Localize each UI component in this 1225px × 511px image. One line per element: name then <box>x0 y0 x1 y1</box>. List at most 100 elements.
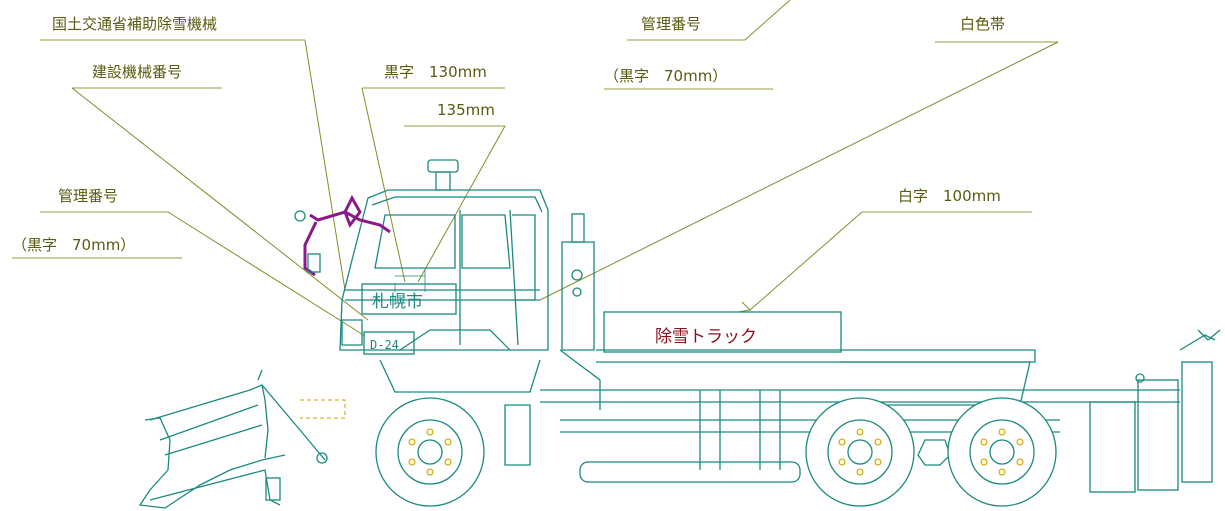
lug-mid-2 <box>874 438 882 446</box>
blade-ribs <box>159 404 263 456</box>
blade-top <box>149 384 269 459</box>
mirror-glass <box>307 253 321 273</box>
wheel-arch-front <box>399 329 511 351</box>
mirror-pivot <box>294 210 306 222</box>
lug-mid-6 <box>838 438 846 446</box>
exhaust-pipe <box>559 349 601 410</box>
blade-hidden-line <box>300 399 346 419</box>
rear-lamp <box>1197 329 1221 341</box>
leader-national-equipment <box>304 39 346 291</box>
headlight <box>341 319 363 346</box>
lug-rear-3 <box>1016 458 1024 466</box>
lug-mid-4 <box>856 468 864 476</box>
leader-black-130 <box>361 87 406 283</box>
lug-front-3 <box>444 458 452 466</box>
hub-mid <box>847 439 873 465</box>
rear-hook <box>1179 334 1216 351</box>
exhaust-dot-1 <box>571 269 583 281</box>
cargo-box-text: 除雪トラック <box>655 327 757 347</box>
hub-nut <box>917 439 951 466</box>
rear-box <box>1137 379 1179 491</box>
leader-mgmt-number-top <box>744 0 791 41</box>
label-mgmt-number-top: 管理番号 <box>641 15 701 33</box>
lug-rear-4 <box>998 468 1006 476</box>
leader-white-100 <box>749 211 863 311</box>
cab-roof-line <box>371 196 543 213</box>
lug-front-2 <box>444 438 452 446</box>
label-national-equipment: 国土交通省補助除雪機械 <box>52 15 217 33</box>
rim-mid <box>827 419 893 485</box>
rim-rear <box>969 419 1035 485</box>
label-size-135: 135mm <box>437 101 495 119</box>
lug-front-1 <box>426 428 434 436</box>
lug-rear-5 <box>980 458 988 466</box>
cab: 札幌市 D-24 <box>339 159 549 393</box>
label-white-100: 白字 100mm <box>898 187 1001 205</box>
leader-lines <box>71 0 1059 337</box>
mirror-head <box>343 194 362 229</box>
hub-front <box>417 439 443 465</box>
tire-front <box>375 397 485 507</box>
plow-blade <box>138 369 346 509</box>
exhaust-stack <box>559 213 601 410</box>
door-lines <box>459 209 519 346</box>
blade-arm <box>257 369 326 461</box>
blade-outline <box>138 417 286 509</box>
fuel-tank <box>579 461 801 483</box>
leader-white-100-arrow <box>737 301 752 313</box>
lug-rear-2 <box>1016 438 1024 446</box>
step-box <box>504 404 531 466</box>
side-window <box>461 214 511 269</box>
beacon-base <box>435 171 451 191</box>
lug-front-6 <box>408 438 416 446</box>
bed-slope <box>840 361 1031 406</box>
label-mgmt-number-left-note: （黒字 70mm） <box>12 236 135 254</box>
beacon-light <box>427 159 459 173</box>
door-rear <box>512 214 536 301</box>
leader-construction-number <box>71 87 369 321</box>
leader-white-band <box>539 41 1059 301</box>
rear-panel <box>1181 361 1213 483</box>
dim-marks <box>394 270 426 292</box>
city-name-text: 札幌市 <box>372 292 423 312</box>
label-mgmt-number-left: 管理番号 <box>58 187 118 205</box>
label-mgmt-number-top-note: （黒字 70mm） <box>604 67 727 85</box>
lug-rear-1 <box>998 428 1006 436</box>
side-mirror <box>294 194 391 277</box>
lug-mid-1 <box>856 428 864 436</box>
exhaust-top <box>571 213 585 243</box>
lug-mid-5 <box>838 458 846 466</box>
label-white-band: 白色帯 <box>960 15 1005 33</box>
blade-pivot <box>316 452 328 464</box>
lug-front-4 <box>426 468 434 476</box>
leader-mgmt-number-left <box>167 211 366 337</box>
label-group: 国土交通省補助除雪機械 建設機械番号 黒字 130mm 135mm 管理番号 （… <box>12 15 1058 259</box>
wheel-front <box>375 397 485 507</box>
white-band-stripe <box>345 289 540 301</box>
equipment-id-panel <box>363 331 415 355</box>
wheel-mid <box>805 397 915 507</box>
cargo-box <box>603 311 842 353</box>
label-construction-number: 建設機械番号 <box>92 63 182 81</box>
tire-mid <box>805 397 915 507</box>
hub-rear <box>989 439 1015 465</box>
windshield <box>374 214 456 269</box>
exhaust-body <box>561 241 595 351</box>
blade-edge <box>149 469 281 506</box>
mirror-arm-upper <box>309 210 391 234</box>
blade-shoe <box>265 477 281 501</box>
exhaust-dot-2 <box>572 287 582 297</box>
wheel-rear <box>947 397 1057 507</box>
cab-lower-frame <box>379 359 541 393</box>
cab-outline <box>339 189 549 351</box>
city-name-panel <box>361 283 457 315</box>
tire-rear <box>947 397 1057 507</box>
mid-components <box>699 390 781 470</box>
lug-front-5 <box>408 458 416 466</box>
leader-size-135 <box>417 125 506 283</box>
equipment-id-text: D-24 <box>370 338 399 352</box>
rear-bumper <box>1089 401 1136 493</box>
label-black-130: 黒字 130mm <box>384 63 487 81</box>
mirror-arm-lower <box>303 221 318 277</box>
